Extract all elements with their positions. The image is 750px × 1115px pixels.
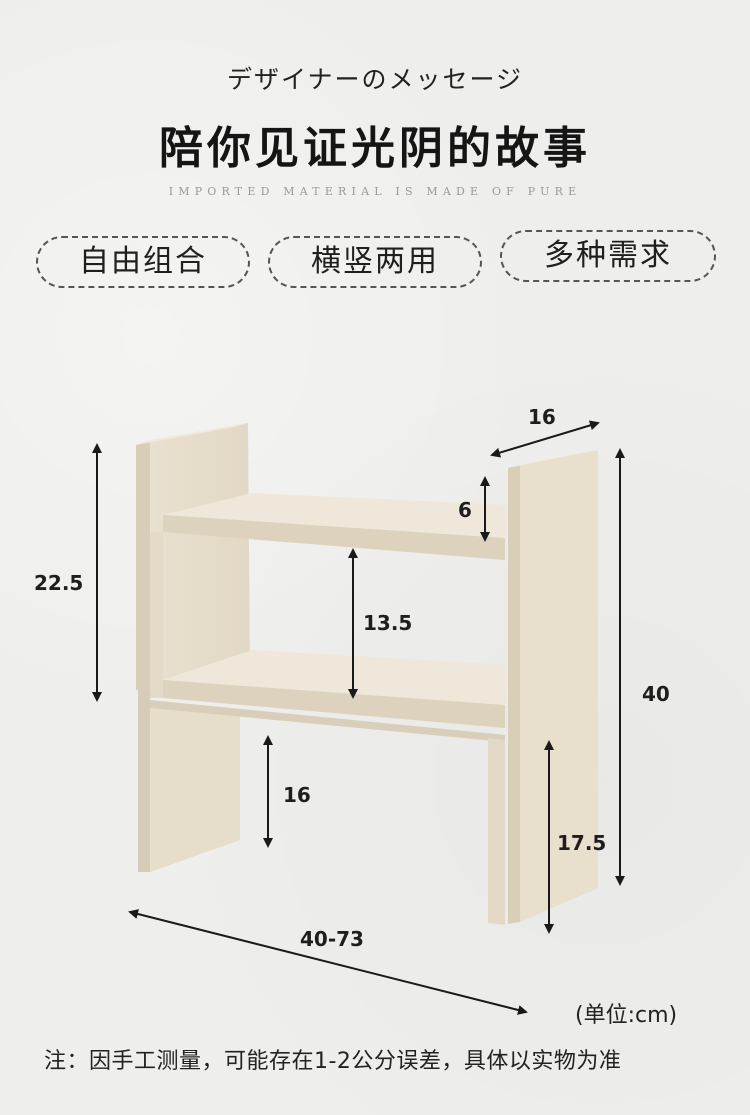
- middle-shelf: [150, 532, 510, 728]
- arrow-width: [128, 909, 528, 1015]
- dimension-arrows: [92, 420, 625, 1015]
- top-shelf: [163, 493, 510, 560]
- dimension-middle-gap-label: 13.5: [363, 611, 413, 635]
- upper-left-panel: [136, 423, 250, 692]
- jp-title: デザイナーのメッセージ: [226, 65, 523, 94]
- arrow-depth: [490, 420, 600, 458]
- dimension-total-height-label: 40: [642, 682, 670, 706]
- feature-pill-multiple-needs: 多种需求: [500, 230, 716, 282]
- page-title: 陪你见证光阴的故事: [159, 123, 591, 174]
- feature-pill-horizontal-vertical: 横竖两用: [268, 236, 482, 288]
- dimension-upper-height-label: 22.5: [34, 571, 84, 595]
- feature-pill-free-combination: 自由组合: [36, 236, 250, 288]
- unit-label: (单位:cm): [575, 1003, 678, 1028]
- dimension-shelf-gap-label: 6: [458, 498, 472, 522]
- right-tall-panel: [508, 450, 598, 924]
- dimension-width-label: 40-73: [300, 927, 364, 951]
- measurement-note: 注：因手工测量，可能存在1-2公分误差，具体以实物为准: [44, 1049, 622, 1074]
- dimension-lower-gap-label: 16: [283, 783, 311, 807]
- english-subtitle: IMPORTED MATERIAL IS MADE OF PURE: [168, 185, 582, 198]
- dimension-depth-label: 16: [528, 405, 556, 429]
- dimension-lower-height-label: 17.5: [557, 831, 607, 855]
- lower-frame: [138, 688, 505, 925]
